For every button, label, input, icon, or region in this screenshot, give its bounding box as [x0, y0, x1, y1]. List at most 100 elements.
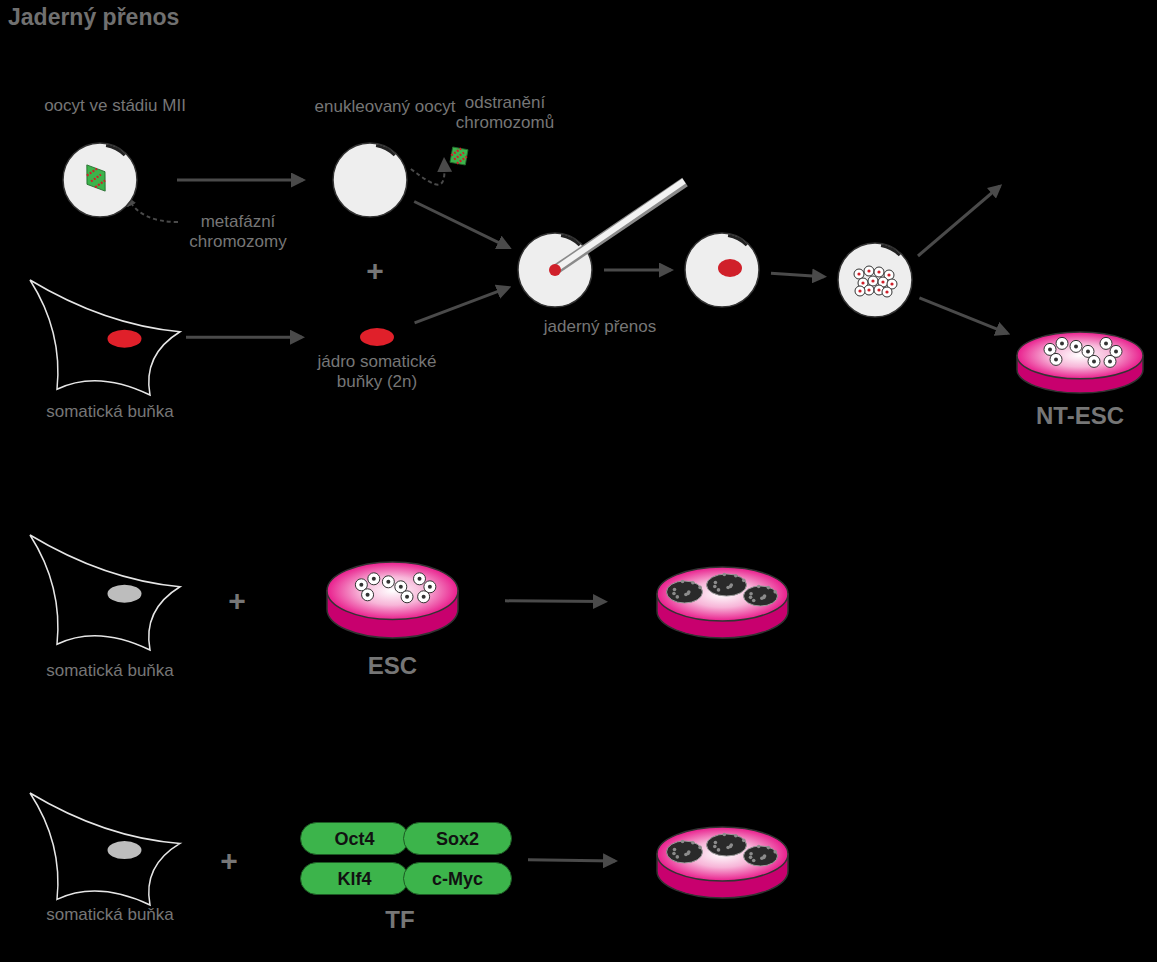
stem-cell: [1104, 355, 1116, 367]
dashed-arrow: [411, 160, 445, 185]
node-label: somatická buňka: [30, 661, 190, 681]
stem-cell-nucleus: [399, 585, 403, 589]
embryo-nucleus: [885, 290, 888, 293]
stem-cell: [1056, 337, 1068, 349]
factor-name: Klf4: [301, 863, 408, 896]
somatic-cell: somatická buňka: [30, 793, 180, 905]
stem-cell: [1070, 340, 1082, 352]
somatic-cell-outline: [30, 280, 180, 395]
stem-cell-nucleus: [1104, 341, 1108, 345]
oocyte-cell: [685, 233, 759, 307]
stem-cell: [382, 576, 394, 588]
polar-body: [728, 236, 747, 246]
cell-colony: [744, 585, 778, 606]
embryo-nucleus: [881, 280, 884, 283]
stem-cell-nucleus: [1074, 344, 1078, 348]
factor-group: Oct4Sox2Klf4c-MycTF: [300, 818, 500, 898]
embryo-cell: [868, 276, 878, 286]
process-arrow: [414, 202, 509, 248]
embryo-nucleus: [890, 282, 893, 285]
stem-cell-nucleus: [1048, 347, 1052, 351]
process-arrow: [177, 179, 303, 182]
embryo-nucleus: [858, 289, 861, 292]
stem-cell-nucleus: [386, 580, 390, 584]
culture-dish: [655, 565, 790, 640]
node-shape: [333, 143, 407, 217]
node-shape: [63, 143, 137, 217]
oocyte-cell: jaderný přenos: [518, 233, 592, 307]
embryo-nucleus: [857, 272, 860, 275]
embryo-nucleus: [871, 279, 874, 282]
node-shape: [325, 560, 460, 640]
dish-label: NT-ESC: [1010, 402, 1150, 430]
process-arrow: [919, 298, 1007, 333]
node-label: somatická buňka: [30, 402, 190, 422]
cell-colony: [667, 580, 703, 603]
oocyte-outline: [518, 233, 592, 307]
cell-colony: [744, 845, 778, 866]
somatic-cell: somatická buňka: [30, 280, 180, 395]
stem-cell-nucleus: [1114, 349, 1118, 353]
node-shape: [655, 825, 790, 900]
micropipette-bore: [556, 181, 684, 269]
oocyte-outline: [333, 143, 407, 217]
node-shape: [30, 535, 180, 650]
nucleus-shape: [360, 328, 394, 346]
somatic-nucleus: [108, 585, 142, 603]
process-arrow: [415, 287, 509, 322]
node-label: jádro somatické buňky (2n): [302, 352, 452, 392]
stem-cell: [368, 573, 380, 585]
somatic-cell: somatická buňka: [30, 535, 180, 650]
node-shape: [655, 565, 790, 640]
node-shape: [30, 280, 180, 395]
chromosome-spindle: odstranění chromozomů: [448, 145, 470, 167]
dish-label: TF: [300, 906, 500, 934]
stem-cell: [1050, 353, 1062, 365]
factor-pill: Sox2: [403, 822, 512, 855]
process-arrow: [186, 336, 302, 339]
process-arrow: [505, 599, 605, 603]
oocyte-outline: [685, 233, 759, 307]
stem-cell: [1088, 355, 1100, 367]
stem-cell-nucleus: [1060, 341, 1064, 345]
stem-cell: [1100, 337, 1112, 349]
node-label: somatická buňka: [30, 905, 190, 925]
plus-sign: +: [360, 256, 390, 286]
somatic-cell-outline: [30, 793, 180, 905]
stem-cell-nucleus: [422, 595, 426, 599]
culture-dish: NT-ESC: [1015, 330, 1145, 395]
stem-cell: [418, 591, 430, 603]
embryo-cell: [864, 266, 874, 276]
metaphase-spindle: [78, 159, 114, 198]
embryo-cell: [864, 285, 874, 295]
factor-pill: Klf4: [300, 862, 409, 895]
somatic-nucleus: [108, 841, 142, 859]
transferred-nucleus: [718, 259, 742, 277]
plus-sign: +: [222, 586, 252, 616]
metaphase-spindle: [444, 141, 475, 172]
embryo-nucleus: [887, 273, 890, 276]
node-label: enukleovaný oocyt: [305, 97, 465, 117]
annotation-label: metafázní chromozomy: [176, 212, 300, 252]
polar-body: [881, 246, 900, 256]
process-arrow: [771, 273, 824, 276]
node-shape: [30, 793, 180, 905]
factor-name: Oct4: [301, 823, 408, 856]
outcome-arrow: [918, 186, 1000, 256]
stem-cell-nucleus: [428, 585, 432, 589]
factor-pill: Oct4: [300, 822, 409, 855]
node-label: jaderný přenos: [520, 317, 680, 337]
cell-colony: [707, 573, 747, 596]
polar-body: [376, 146, 395, 156]
somatic-cell-outline: [30, 535, 180, 650]
dish-medium: [1017, 332, 1143, 379]
node-label: oocyt ve stádiu MII: [35, 96, 195, 116]
stem-cell-nucleus: [405, 595, 409, 599]
culture-dish: [655, 825, 790, 900]
factor-pill: c-Myc: [403, 862, 512, 895]
stem-cell-nucleus: [1108, 359, 1112, 363]
leader-arrow: [128, 198, 178, 222]
node-shape: [1015, 330, 1145, 395]
